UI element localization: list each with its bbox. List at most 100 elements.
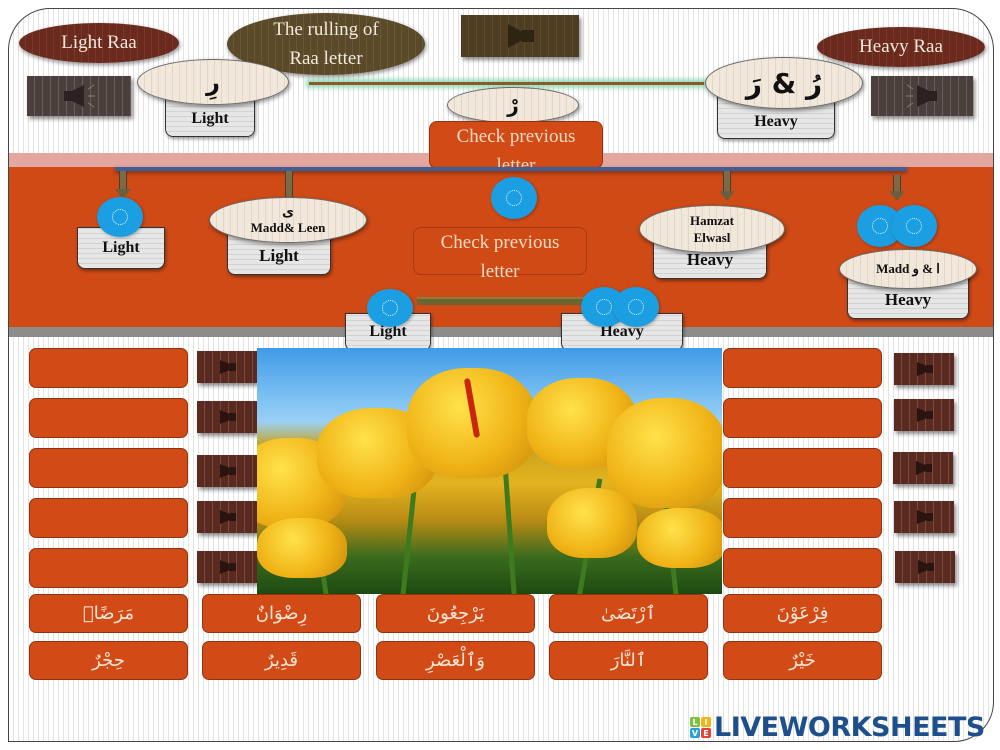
tulip: [637, 508, 722, 568]
play-icon: [508, 24, 534, 48]
light-label: Light: [369, 323, 407, 340]
word-text: ٱلنَّارَ: [610, 650, 647, 671]
hamzat-line-1: Hamzat: [689, 213, 735, 228]
heavy-answer-slot[interactable]: [723, 398, 882, 438]
speaker-icon: [220, 360, 236, 374]
damma-mark-icon: [628, 299, 644, 315]
word-tile[interactable]: رِضْوَانٌ: [202, 594, 361, 633]
heavy-answer-slot[interactable]: [723, 448, 882, 488]
heavy-raa-audio-button[interactable]: [871, 76, 973, 116]
damma-ball: [891, 205, 937, 247]
logo-tile: L: [690, 717, 700, 727]
fatha-damma-raa-letter: رُ & رَ: [745, 66, 823, 100]
light-answer-slot[interactable]: [29, 548, 188, 588]
heavy-answer-slot[interactable]: [723, 498, 882, 538]
heavy-label: Heavy: [884, 290, 932, 309]
yaa-letter: ى: [282, 205, 294, 220]
word-tile[interactable]: مَرَضًاۖ: [29, 594, 188, 633]
check-line-1: Check previous: [456, 126, 576, 147]
audio-button[interactable]: [197, 351, 257, 383]
tulip: [607, 398, 722, 508]
kasra-mark-icon: [382, 300, 398, 316]
kasra-raa-letter: رِ: [206, 68, 220, 96]
title-line-1: The rulling of: [273, 19, 379, 40]
audio-button[interactable]: [197, 401, 257, 433]
light-answer-slot[interactable]: [29, 498, 188, 538]
audio-button[interactable]: [197, 455, 257, 487]
arrow-down-icon: [889, 191, 905, 201]
word-text: مَرَضًاۖ: [82, 603, 135, 624]
branch-line: [115, 167, 907, 171]
word-text: ٱرْتَضَىٰ: [601, 603, 656, 624]
title-audio-button[interactable]: [461, 15, 579, 57]
light-label: Light: [102, 239, 140, 256]
speaker-icon: [917, 510, 933, 524]
logo-tiles-icon: L I V E: [690, 717, 711, 738]
audio-button[interactable]: [895, 551, 955, 583]
damma-mark-icon: [906, 218, 922, 234]
word-tile[interactable]: يَرْجِعُونَ: [376, 594, 535, 633]
tulip: [547, 488, 637, 558]
hamzat-line-2: Elwasl: [693, 230, 731, 245]
tulip-photo: [257, 348, 722, 594]
sukoon-raa-oval: رْ: [447, 87, 579, 123]
word-text: خَيْرٌ: [789, 650, 816, 671]
light-answer-slot[interactable]: [29, 448, 188, 488]
audio-button[interactable]: [893, 452, 953, 484]
audio-button[interactable]: [894, 399, 954, 431]
arrow-down-icon: [115, 189, 131, 199]
check-previous-letter-box-2: Check previous letter: [413, 227, 587, 282]
word-tile[interactable]: ٱلنَّارَ: [549, 641, 708, 680]
fatha-damma-raa-oval: رُ & رَ: [705, 57, 863, 109]
word-tile[interactable]: خَيْرٌ: [723, 641, 882, 680]
speaker-icon: [64, 84, 95, 108]
branch-stem: [893, 175, 901, 193]
speaker-icon: [220, 410, 236, 424]
audio-button[interactable]: [894, 353, 954, 385]
branch-stem: [723, 171, 731, 193]
light-raa-label: Light Raa: [19, 23, 179, 63]
speaker-icon: [220, 464, 236, 478]
check-line-2: letter: [496, 155, 536, 176]
word-tile[interactable]: فِرْعَوْنَ: [723, 594, 882, 633]
hamzat-oval: Hamzat Elwasl: [639, 205, 785, 253]
kasra-ball: [97, 197, 143, 237]
word-text: حِجْرٌ: [92, 650, 125, 671]
speaker-icon: [916, 461, 932, 475]
light-raa-audio-button[interactable]: [27, 76, 131, 116]
speaker-icon: [917, 362, 933, 376]
audio-button[interactable]: [197, 551, 257, 583]
logo-tile: I: [701, 717, 711, 727]
heavy-label: Heavy: [754, 113, 798, 130]
audio-button[interactable]: [894, 501, 954, 533]
word-tile[interactable]: وَٱلْعَصْرِ: [376, 641, 535, 680]
speaker-icon: [918, 560, 934, 574]
word-tile[interactable]: ٱرْتَضَىٰ: [549, 594, 708, 633]
kasra-mark-icon: [112, 209, 128, 225]
connector-line: [417, 297, 592, 305]
heavy-label: Heavy: [600, 323, 644, 340]
word-tile[interactable]: حِجْرٌ: [29, 641, 188, 680]
word-text: قَدِيرٌ: [265, 650, 298, 671]
logo-tile: V: [690, 728, 700, 738]
liveworksheets-logo[interactable]: L I V E LIVEWORKSHEETS: [690, 712, 985, 743]
connector-line: [309, 82, 704, 85]
audio-button[interactable]: [197, 501, 257, 533]
madd-leen-text: Madd& Leen: [250, 220, 326, 235]
speaker-icon: [906, 84, 937, 108]
light-answer-slot[interactable]: [29, 398, 188, 438]
word-text: فِرْعَوْنَ: [776, 603, 829, 624]
damma-ball: [613, 287, 659, 327]
light-raa-text: Light Raa: [61, 32, 137, 53]
branch-stem: [119, 171, 127, 191]
arrow-down-icon: [719, 191, 735, 201]
speaker-icon: [917, 408, 933, 422]
heavy-answer-slot[interactable]: [723, 548, 882, 588]
light-label: Light: [191, 110, 229, 127]
word-tile[interactable]: قَدِيرٌ: [202, 641, 361, 680]
light-answer-slot[interactable]: [29, 348, 188, 388]
fatha-mark-icon: [596, 299, 612, 315]
madd-oval: Madd ا & و: [839, 249, 977, 289]
speaker-icon: [220, 560, 236, 574]
heavy-answer-slot[interactable]: [723, 348, 882, 388]
